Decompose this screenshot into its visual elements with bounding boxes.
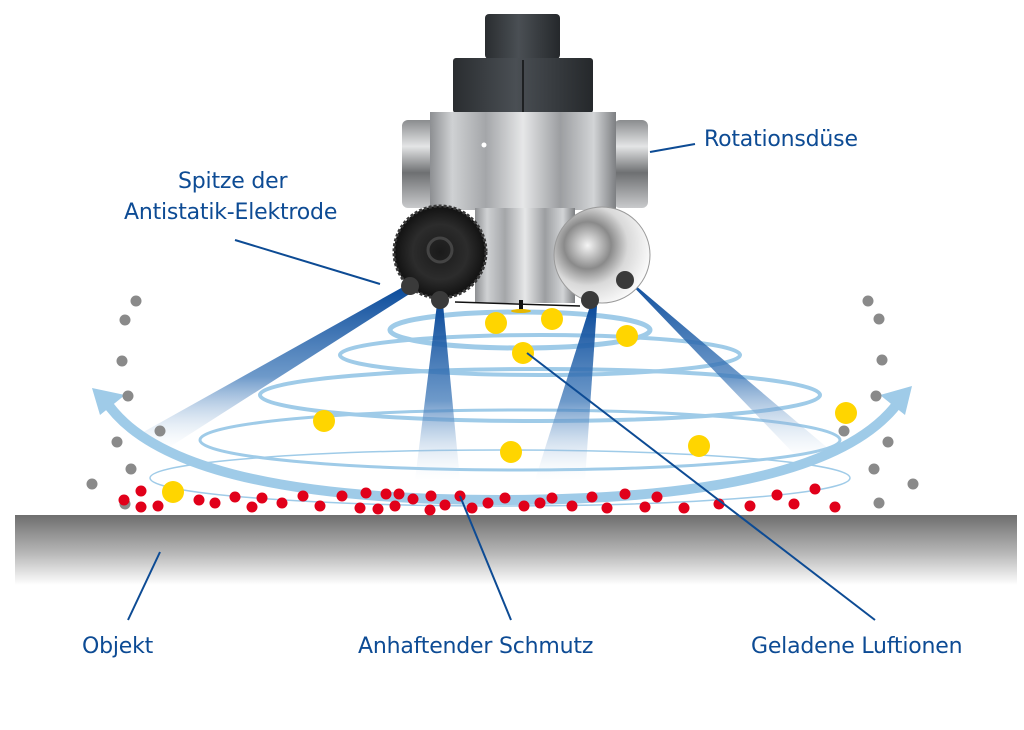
label-adhering-dirt: Anhaftender Schmutz: [358, 634, 594, 659]
charged-ions: [162, 308, 857, 503]
top-fitting: [485, 14, 560, 59]
leader-lines: [127, 143, 876, 621]
object-surface: [15, 515, 1017, 585]
ion-beam: [138, 287, 411, 450]
main-body: [430, 112, 616, 210]
rotary-nozzle-device: [392, 14, 651, 313]
ion-beam: [625, 278, 830, 460]
side-port-right: [614, 120, 648, 208]
arrowhead-right: [880, 386, 912, 415]
arrowhead-left: [92, 388, 125, 415]
leader-ions: [526, 352, 876, 621]
leader-dirt: [459, 495, 512, 621]
ion-beam: [535, 306, 597, 480]
label-electrode-tip-line1: Spitze der: [178, 169, 288, 194]
ion-beams: [138, 278, 830, 480]
ion-beam: [415, 304, 460, 480]
label-rotary-nozzle: Rotationsdüse: [704, 127, 858, 152]
leader-object: [127, 551, 161, 621]
leader-electrode-tip: [234, 239, 381, 285]
label-object: Objekt: [82, 634, 154, 659]
label-charged-air-ions: Geladene Luftionen: [751, 634, 963, 659]
chrome-nozzle: [553, 206, 651, 304]
label-electrode-tip-line2: Antistatik-Elektrode: [124, 200, 338, 225]
side-port-left: [402, 120, 436, 208]
leader-rotary-nozzle: [649, 143, 696, 153]
